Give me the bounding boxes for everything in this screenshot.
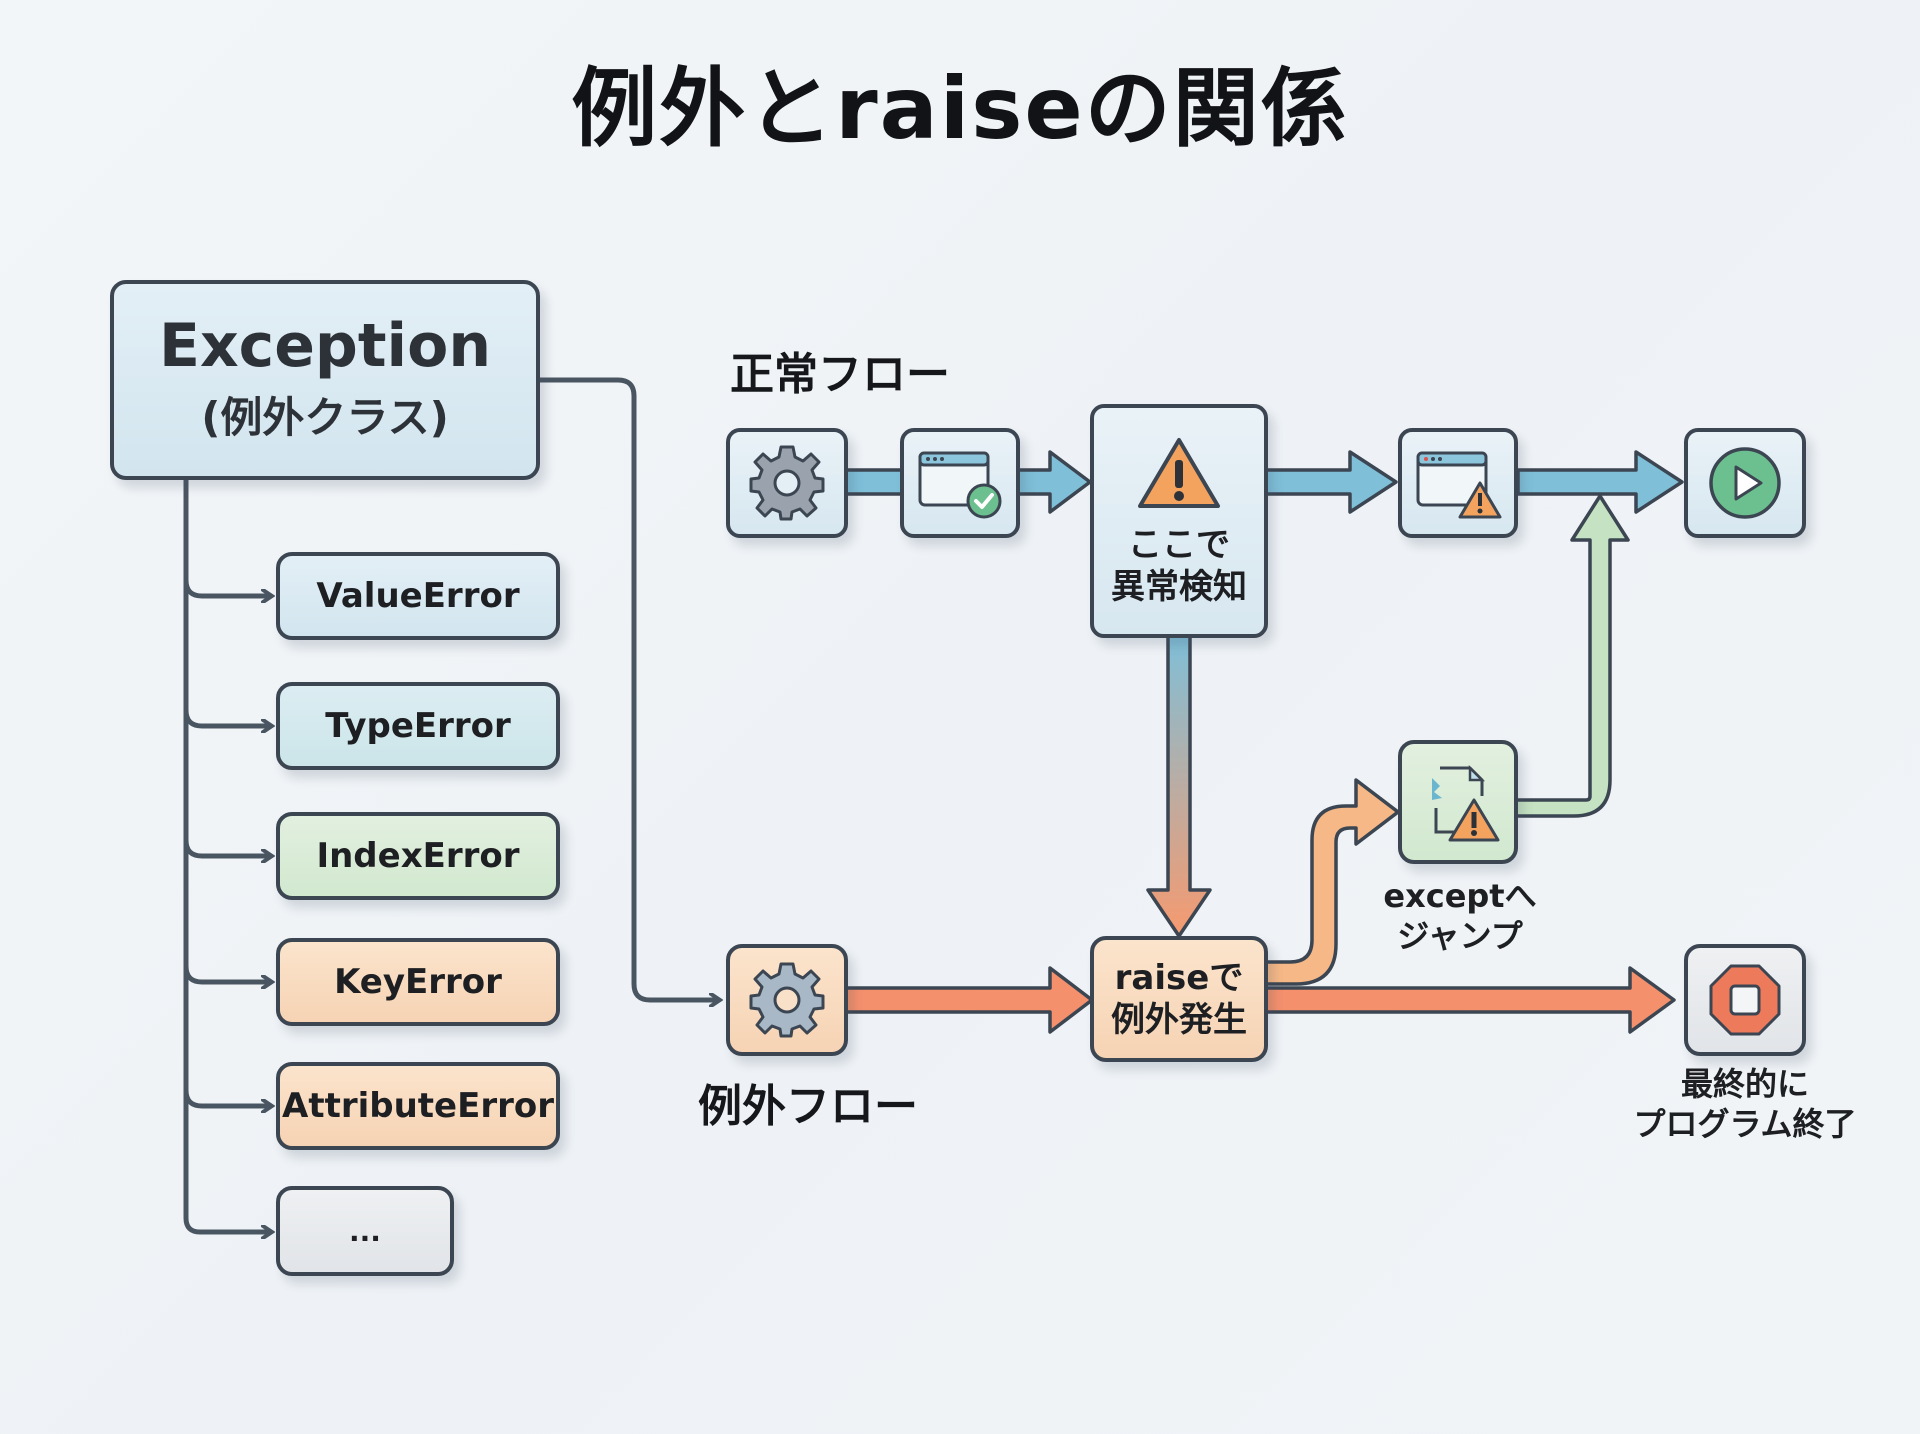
normal-step-gear[interactable] (726, 428, 848, 538)
normal-arrow (1516, 450, 1684, 514)
exception-to-flow-connector (540, 377, 720, 1000)
exception-root-title: Exception (158, 311, 492, 381)
program-stop-box[interactable] (1684, 944, 1806, 1056)
page-title: 例外とraiseの関係 (571, 59, 1349, 159)
except-jump-caption: exceptへ ジャンプ (1360, 876, 1560, 956)
subclass-box[interactable]: KeyError (276, 938, 560, 1026)
subclass-box[interactable]: IndexError (276, 812, 560, 900)
subclass-label: KeyError (334, 962, 502, 1002)
detect-label-line2: 異常検知 (1111, 567, 1247, 607)
normal-arrow (1016, 450, 1092, 514)
branch-arrow (183, 579, 272, 596)
raise-label-line2: 例外発生 (1111, 1000, 1247, 1040)
exception-arrow (1264, 966, 1676, 1034)
window-warning-icon (1416, 451, 1502, 519)
branch-arrow (183, 709, 272, 726)
subclass-label: IndexError (316, 836, 520, 876)
subclass-box[interactable]: ValueError (276, 552, 560, 640)
subclass-box[interactable]: AttributeError (276, 1062, 560, 1150)
window-check-icon (918, 451, 1002, 519)
subclass-label: AttributeError (282, 1086, 554, 1126)
detect-to-raise-arrow (1146, 634, 1212, 938)
detect-label-line1: ここで (1128, 524, 1230, 565)
except-to-normal-arrow (1514, 494, 1630, 818)
warning-icon (1138, 437, 1220, 508)
exception-flow-arrows (844, 966, 1676, 1034)
exception-root-subtitle: (例外クラス) (201, 393, 449, 442)
continue-play-box[interactable] (1684, 428, 1806, 538)
normal-step-window-warning[interactable] (1398, 428, 1518, 538)
play-icon (1709, 447, 1781, 519)
exception-root-box[interactable]: Exception (例外クラス) (110, 280, 540, 480)
normal-flow-label: 正常フロー (730, 349, 950, 400)
hierarchy-branches (183, 579, 272, 1232)
program-end-caption: 最終的に プログラム終了 (1600, 1064, 1890, 1144)
gear-icon (749, 962, 825, 1038)
raise-to-except-arrow (1264, 778, 1400, 986)
exception-step-gear[interactable] (726, 944, 848, 1056)
subclass-label: ... (349, 1214, 381, 1248)
normal-arrow (1264, 450, 1398, 514)
normal-step-window-ok[interactable] (900, 428, 1020, 538)
branch-arrow (183, 839, 272, 856)
gear-icon (749, 445, 825, 521)
exception-arrow (844, 966, 1094, 1034)
hierarchy-trunk (183, 480, 201, 1235)
subclass-box-more[interactable]: ... (276, 1186, 454, 1276)
except-caption-line1: exceptへ (1383, 877, 1537, 915)
stop-icon (1709, 964, 1781, 1036)
subclass-label: ValueError (316, 576, 520, 616)
program-end-line2: プログラム終了 (1633, 1105, 1857, 1143)
raise-exception-box[interactable]: raiseで 例外発生 (1090, 936, 1268, 1062)
subclass-label: TypeError (325, 706, 511, 746)
broken-file-warning-icon (1432, 764, 1500, 842)
subclass-box[interactable]: TypeError (276, 682, 560, 770)
normal-connector (844, 468, 904, 496)
raise-label-line1: raiseで (1114, 957, 1244, 998)
detect-anomaly-box[interactable]: ここで 異常検知 (1090, 404, 1268, 638)
except-caption-line2: ジャンプ (1397, 917, 1523, 955)
branch-arrow (183, 1089, 272, 1106)
except-handler-box[interactable] (1398, 740, 1518, 864)
program-end-line1: 最終的に (1680, 1065, 1809, 1103)
normal-flow-arrows (844, 450, 1684, 514)
exception-flow-label: 例外フロー (698, 1081, 918, 1132)
branch-arrow (183, 965, 272, 982)
